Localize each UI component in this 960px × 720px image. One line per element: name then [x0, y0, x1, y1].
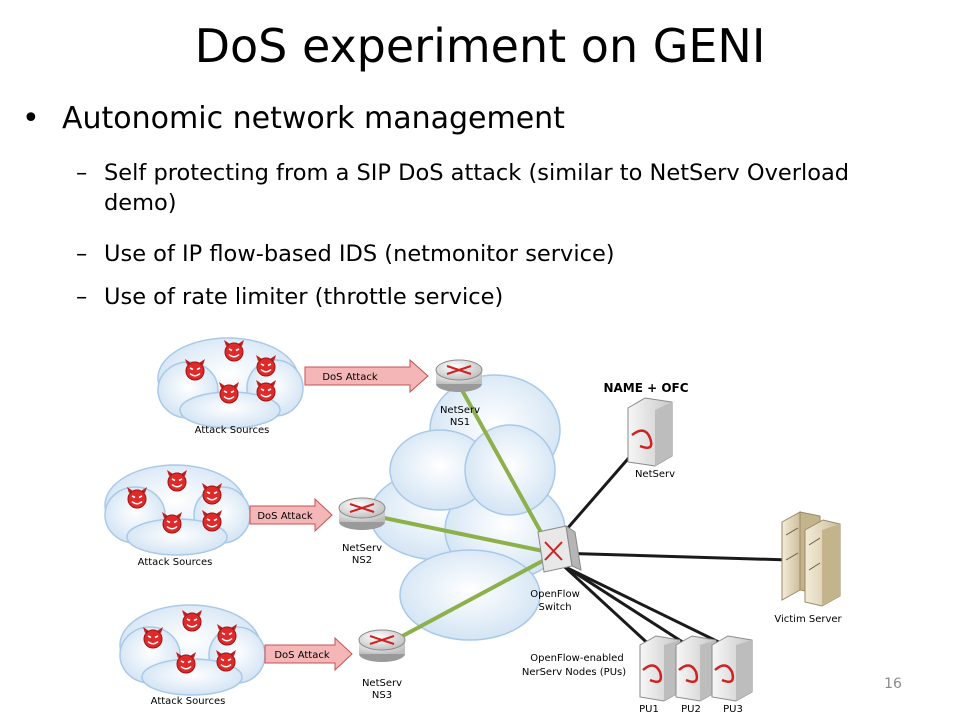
- router-id-1: NS1: [450, 417, 470, 428]
- devil-icon: [175, 652, 197, 674]
- devil-icon: [216, 624, 238, 646]
- black-links: [551, 443, 792, 652]
- controller-label: NetServ: [635, 469, 675, 480]
- openflow-switch-icon: [537, 524, 582, 573]
- main-bullet: Autonomic network management: [62, 101, 565, 136]
- router-icon: [358, 629, 406, 662]
- switch-label-line1: OpenFlow: [530, 589, 580, 600]
- router-name-3: NetServ: [362, 678, 402, 689]
- devil-icon: [181, 610, 203, 632]
- slide-number: 16: [884, 676, 902, 692]
- router-id-3: NS3: [372, 690, 392, 701]
- attack-sources-label-3: Attack Sources: [151, 696, 226, 707]
- dos-attack-arrow-3: DoS Attack: [264, 636, 353, 672]
- pu-server-icon: [639, 635, 681, 702]
- devil-icon: [255, 380, 277, 402]
- pu-caption-line1: OpenFlow-enabled: [530, 653, 623, 664]
- controller-server-icon: [627, 397, 673, 467]
- devil-icon: [161, 512, 183, 534]
- controller-heading: NAME + OFC: [603, 381, 688, 395]
- devil-icon: [255, 355, 277, 377]
- subbullet-1: – Self protecting from a SIP DoS attack …: [76, 158, 916, 218]
- router-icon: [338, 497, 386, 530]
- bullet-dot: •: [22, 101, 40, 136]
- dos-attack-arrow-2: DoS Attack: [249, 497, 333, 533]
- pu-caption-line2: NerServ Nodes (PUs): [522, 667, 626, 678]
- switch-label-line2: Switch: [538, 602, 571, 613]
- pu-label-2: PU2: [681, 704, 701, 715]
- attack-sources-label-1: Attack Sources: [195, 425, 270, 436]
- dos-attack-label-1: DoS Attack: [322, 372, 377, 383]
- pu-server-icon: [711, 635, 753, 702]
- subbullet-3-text: Use of rate limiter (throttle service): [104, 284, 504, 310]
- devil-icon: [184, 359, 206, 381]
- router-name-2: NetServ: [342, 543, 382, 554]
- router-id-2: NS2: [352, 555, 372, 566]
- router-icon: [435, 359, 483, 392]
- router-name-1: NetServ: [440, 405, 480, 416]
- victim-server-icon: [781, 511, 841, 607]
- devil-icon: [126, 487, 148, 509]
- devil-icon: [142, 627, 164, 649]
- devil-icon: [215, 650, 237, 672]
- dos-attack-arrow-1: DoS Attack: [304, 358, 429, 394]
- dos-attack-label-3: DoS Attack: [274, 650, 329, 661]
- devil-icon: [166, 470, 188, 492]
- devil-icon: [201, 483, 223, 505]
- green-links: [363, 381, 554, 649]
- devil-icon: [223, 340, 245, 362]
- slide-title: DoS experiment on GENI: [194, 19, 766, 73]
- pu-server-icon: [675, 635, 717, 702]
- pu-label-1: PU1: [639, 704, 659, 715]
- victim-server-label: Victim Server: [774, 614, 842, 625]
- subbullet-2: – Use of IP flow-based IDS (netmonitor s…: [76, 239, 916, 269]
- subbullet-1-text: Self protecting from a SIP DoS attack (s…: [104, 160, 850, 216]
- pu-label-3: PU3: [723, 704, 743, 715]
- subbullet-3: – Use of rate limiter (throttle service): [76, 282, 916, 312]
- attack-sources-label-2: Attack Sources: [138, 557, 213, 568]
- dos-attack-label-2: DoS Attack: [257, 511, 312, 522]
- dash-marker: –: [76, 241, 88, 267]
- devil-icon: [201, 510, 223, 532]
- subbullet-2-text: Use of IP flow-based IDS (netmonitor ser…: [104, 241, 615, 267]
- dash-marker: –: [76, 284, 88, 310]
- devil-icon: [218, 382, 240, 404]
- dash-marker: –: [76, 160, 88, 186]
- network-cloud: [369, 374, 566, 641]
